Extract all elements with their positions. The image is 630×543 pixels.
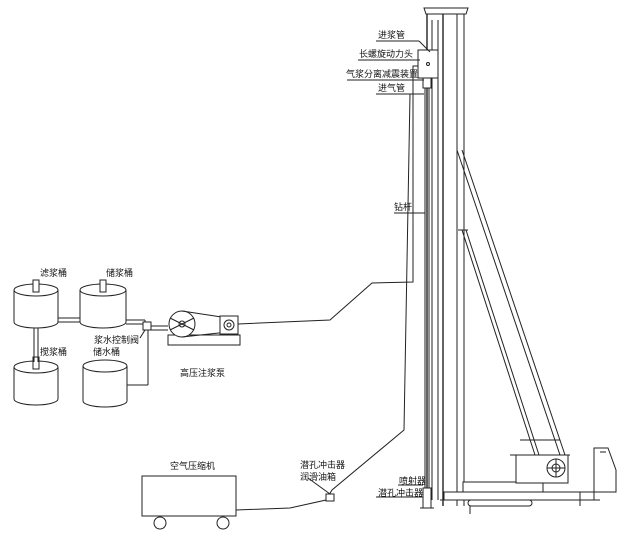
rig-leaders	[347, 40, 431, 498]
label-storage-tank: 储浆桶	[106, 267, 133, 279]
label-nozzle: 喷射器	[399, 475, 426, 487]
separator-device	[422, 77, 432, 89]
air-compressor	[141, 475, 237, 530]
label-high-pressure-pump: 高压注浆泵	[180, 367, 225, 379]
tank-water	[82, 359, 128, 408]
label-dth-hammer: 潜孔冲击器	[378, 487, 423, 499]
label-filter-tank: 滤浆桶	[40, 267, 67, 279]
label-mixing-tank: 搅浆桶	[40, 346, 67, 358]
label-hammer-oiler-b: 润滑油箱	[300, 471, 336, 483]
label-air-inlet-pipe: 进气管	[378, 82, 405, 94]
tank-pipes	[33, 317, 168, 386]
label-air-compressor: 空气压缩机	[170, 460, 215, 472]
air-line	[235, 93, 424, 511]
power-head	[417, 49, 439, 79]
label-slurry-valve: 浆水控制阀	[94, 334, 139, 346]
drill-rig	[417, 7, 617, 514]
label-separator: 气浆分离减震装置	[346, 68, 418, 80]
rig-base	[443, 491, 595, 501]
tank-mixing	[13, 356, 59, 406]
label-drill-rod: 钻杆	[394, 201, 412, 213]
label-grout-inlet-pipe: 进浆管	[378, 29, 405, 41]
labels: 进浆管 长螺旋动力头 气浆分离减震装置 进气管 钻杆 滤浆桶 储浆桶 搅浆桶 储…	[40, 29, 426, 499]
slurry-valve	[142, 321, 152, 331]
high-pressure-pump	[167, 310, 241, 346]
tank-storage	[79, 279, 127, 329]
label-water-tank: 储水桶	[93, 346, 120, 358]
label-hammer-oiler-a: 潜孔冲击器	[300, 459, 345, 471]
rig-cab	[593, 447, 617, 493]
oiler-box	[325, 493, 335, 502]
slurry-line	[237, 65, 418, 325]
tank-filter	[13, 279, 59, 329]
dth-hammer-body	[422, 487, 432, 509]
label-power-head: 长螺旋动力头	[359, 48, 413, 60]
